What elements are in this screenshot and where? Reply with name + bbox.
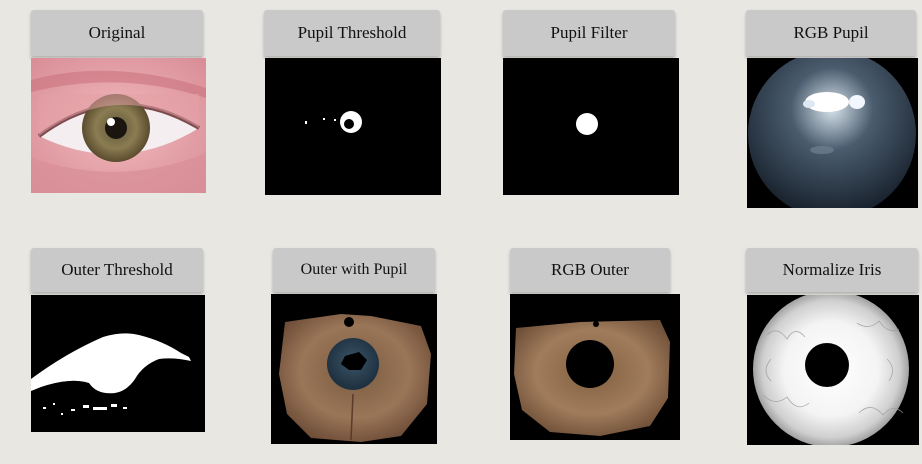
- panel-title-pupil-filter: Pupil Filter: [503, 10, 675, 56]
- outer-threshold-image: [31, 295, 205, 432]
- panel-title-rgb-pupil: RGB Pupil: [746, 10, 916, 56]
- pupil-threshold-image: [265, 58, 441, 195]
- panel-title-original: Original: [31, 10, 203, 56]
- rgb-pupil-image: [747, 58, 918, 208]
- panel-title-outer-threshold: Outer Threshold: [31, 248, 203, 292]
- panel-title-outer-with-pupil: Outer with Pupil: [273, 248, 435, 292]
- panel-title-normalize-iris: Normalize Iris: [746, 248, 918, 292]
- pupil-filter-image: [503, 58, 679, 195]
- rgb-outer-image: [510, 294, 680, 440]
- panel-title-rgb-outer: RGB Outer: [510, 248, 670, 292]
- original-eye-image: [31, 58, 206, 193]
- panel-title-pupil-threshold: Pupil Threshold: [264, 10, 440, 56]
- outer-with-pupil-image: [271, 294, 437, 444]
- normalize-iris-image: [747, 295, 919, 445]
